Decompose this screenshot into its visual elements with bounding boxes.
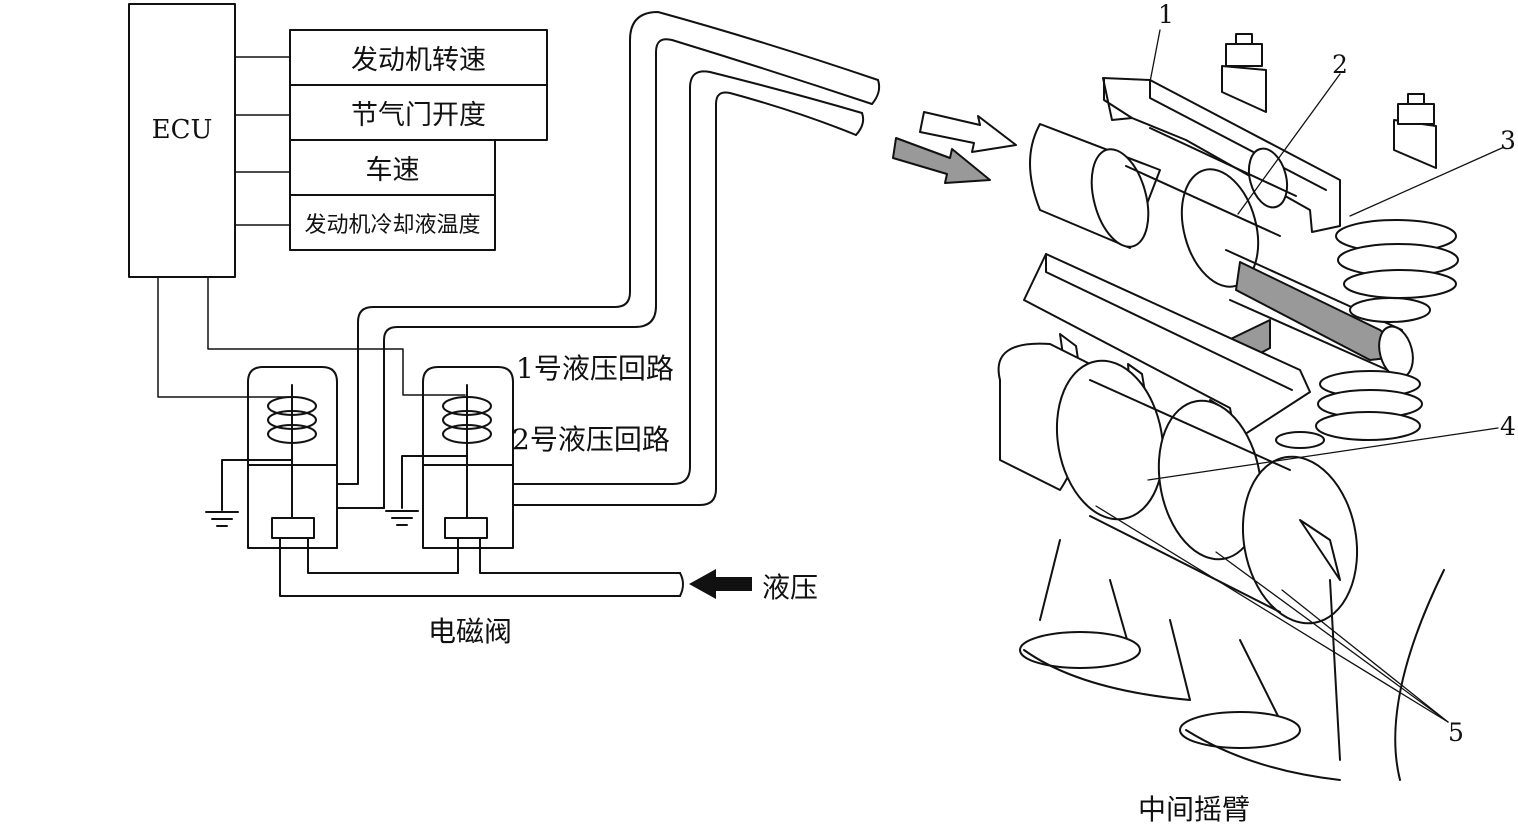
oil-arrow-white bbox=[919, 111, 1017, 153]
valves bbox=[1019, 539, 1445, 781]
callout-3: 3 bbox=[1500, 126, 1516, 155]
callout-2: 2 bbox=[1332, 50, 1348, 79]
intermediate-rocker-label: 中间摇臂 bbox=[1138, 793, 1251, 826]
ground-symbol-1 bbox=[205, 511, 239, 527]
solenoid-valve-label: 电磁阀 bbox=[428, 615, 513, 648]
ground-symbol-2 bbox=[385, 510, 419, 526]
callout-4: 4 bbox=[1500, 412, 1516, 441]
input-engine-speed: 发动机转速 bbox=[351, 45, 486, 76]
input-vehicle-speed: 车速 bbox=[365, 155, 420, 186]
supply-line bbox=[279, 537, 684, 597]
ecu-box bbox=[128, 3, 236, 278]
valve-springs bbox=[1275, 219, 1459, 449]
callout-5: 5 bbox=[1448, 718, 1464, 747]
hydraulic-arrow bbox=[689, 569, 752, 599]
input-throttle-opening: 节气门开度 bbox=[351, 100, 486, 131]
hydraulic-pipe-1 bbox=[336, 11, 881, 509]
oil-arrow-grey bbox=[892, 137, 991, 184]
circuit-2-label: 2号液压回路 bbox=[512, 423, 670, 456]
input-coolant-temperature: 发动机冷却液温度 bbox=[304, 212, 481, 238]
callout-1: 1 bbox=[1158, 0, 1174, 29]
hydraulic-pressure-label: 液压 bbox=[762, 571, 819, 604]
solenoid-valve-2 bbox=[401, 366, 514, 549]
input-boxes bbox=[289, 29, 548, 251]
ecu-input-wires bbox=[234, 56, 291, 226]
hydraulic-pipe-2 bbox=[336, 70, 865, 549]
callout-leaders bbox=[1095, 29, 1503, 723]
cam-lobes bbox=[997, 342, 1359, 625]
control-wires bbox=[157, 276, 466, 398]
circuit-1-label: 1号液压回路 bbox=[516, 352, 674, 385]
ecu-label: ECU bbox=[151, 115, 213, 145]
solenoid-valve-1 bbox=[221, 366, 338, 549]
rocker-mechanism bbox=[892, 33, 1459, 781]
